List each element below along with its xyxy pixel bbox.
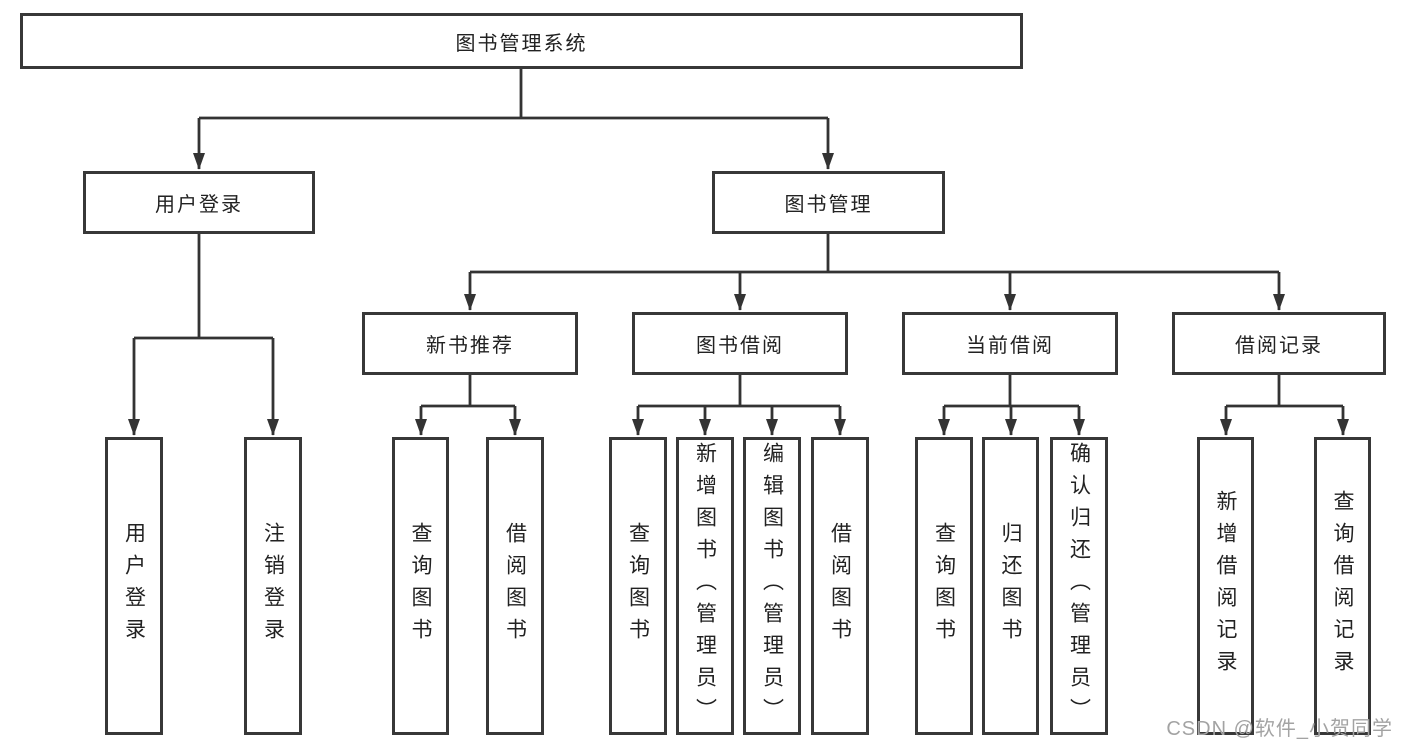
leaf-return-book: 归还图书 [982,437,1039,735]
leaf-borrow-books-recommend: 借阅图书 [486,437,544,735]
node-label: 借阅图书 [503,522,527,650]
node-label: 用户登录 [155,194,243,216]
node-book-management: 图书管理 [712,171,945,234]
node-label: 注销登录 [261,522,285,650]
leaf-logout: 注销登录 [244,437,302,735]
node-label: 编辑图书（管理员） [760,442,784,730]
leaf-query-books-recommend: 查询图书 [392,437,449,735]
node-label: 新增借阅记录 [1214,490,1237,682]
node-library-management-system: 图书管理系统 [20,13,1023,69]
node-user-login: 用户登录 [83,171,315,234]
leaf-add-borrow-record: 新增借阅记录 [1197,437,1254,735]
node-new-book-recommendation: 新书推荐 [362,312,578,375]
node-label: 查询图书 [932,522,956,650]
node-label: 借阅记录 [1235,335,1323,357]
node-label: 确认归还（管理员） [1067,442,1091,730]
node-label: 归还图书 [999,522,1022,650]
node-label: 新书推荐 [426,335,514,357]
node-label: 查询图书 [626,522,650,650]
leaf-edit-book-admin: 编辑图书（管理员） [743,437,801,735]
node-label: 图书管理系统 [455,32,588,55]
node-label: 查询借阅记录 [1331,490,1354,682]
node-borrowing-records: 借阅记录 [1172,312,1386,375]
node-label: 当前借阅 [966,335,1054,357]
csdn-watermark: CSDN @软件_小贺同学 [1166,718,1393,740]
leaf-query-borrow-record: 查询借阅记录 [1314,437,1371,735]
node-book-borrowing: 图书借阅 [632,312,848,375]
node-label: 用户登录 [122,522,146,650]
node-label: 查询图书 [409,522,432,650]
leaf-confirm-return-admin: 确认归还（管理员） [1050,437,1108,735]
node-current-borrowing: 当前借阅 [902,312,1118,375]
node-label: 新增图书（管理员） [693,442,717,730]
leaf-borrow-books-borrowing: 借阅图书 [811,437,869,735]
leaf-query-books-current: 查询图书 [915,437,973,735]
node-label: 图书借阅 [696,335,784,357]
node-label: 借阅图书 [828,522,852,650]
leaf-query-books-borrowing: 查询图书 [609,437,667,735]
leaf-user-login: 用户登录 [105,437,163,735]
leaf-add-book-admin: 新增图书（管理员） [676,437,734,735]
node-label: 图书管理 [784,194,873,216]
